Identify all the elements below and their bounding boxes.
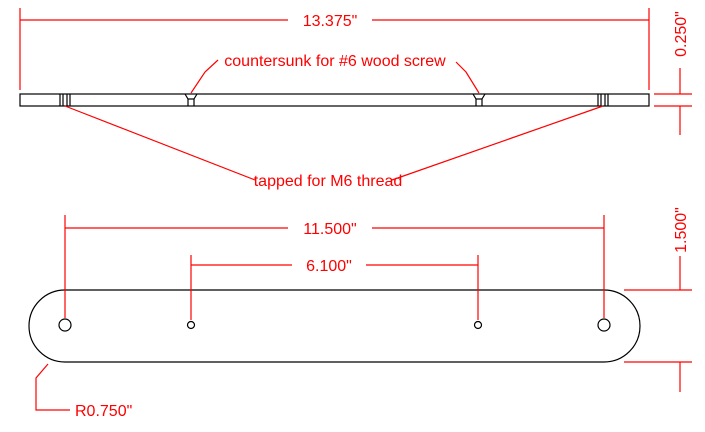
dimension-thickness: 0.250" (654, 11, 692, 135)
bar-top-outline (28, 289, 641, 363)
dimension-text-hole-span-outer: 11.500" (303, 221, 356, 238)
tapped-hole-left (58, 318, 72, 332)
dimension-hole-span-outer: 11.500" (64, 215, 605, 318)
dimension-text-overall-length: 13.375" (303, 13, 358, 30)
dimension-text-width: 1.500" (673, 207, 690, 253)
dimension-text-hole-span-inner: 6.100" (306, 258, 352, 275)
tapped-label: tapped for M6 thread (254, 173, 403, 190)
countersink-left-a (184, 93, 189, 106)
dimension-width: 1.500" (624, 207, 692, 392)
tapped-leader-right (391, 105, 604, 181)
bar-side-profile (19, 93, 650, 107)
side-view (19, 93, 650, 107)
countersunk-leader-left (190, 59, 219, 94)
countersunk-hole-right (473, 320, 483, 330)
callout-countersunk: countersunk for #6 wood screw (190, 53, 480, 94)
radius-leader (35, 363, 70, 411)
dimension-hole-span-inner: 6.100" (190, 255, 479, 320)
dimension-text-thickness: 0.250" (673, 11, 690, 57)
callout-tapped: tapped for M6 thread (64, 105, 604, 190)
countersunk-hole-left (186, 320, 196, 330)
tapped-hole-right (597, 318, 611, 332)
top-view (28, 289, 641, 363)
dimension-overall-length: 13.375" (19, 8, 650, 90)
countersink-left-b (193, 93, 198, 106)
tapped-leader-left (64, 105, 256, 181)
dimension-end-radius: R0.750" (35, 363, 132, 420)
dimension-text-end-radius: R0.750" (75, 403, 132, 420)
countersunk-label: countersunk for #6 wood screw (224, 53, 446, 70)
countersink-right-a (472, 93, 477, 106)
countersink-right-b (481, 93, 486, 106)
countersunk-leader-right (455, 61, 480, 94)
